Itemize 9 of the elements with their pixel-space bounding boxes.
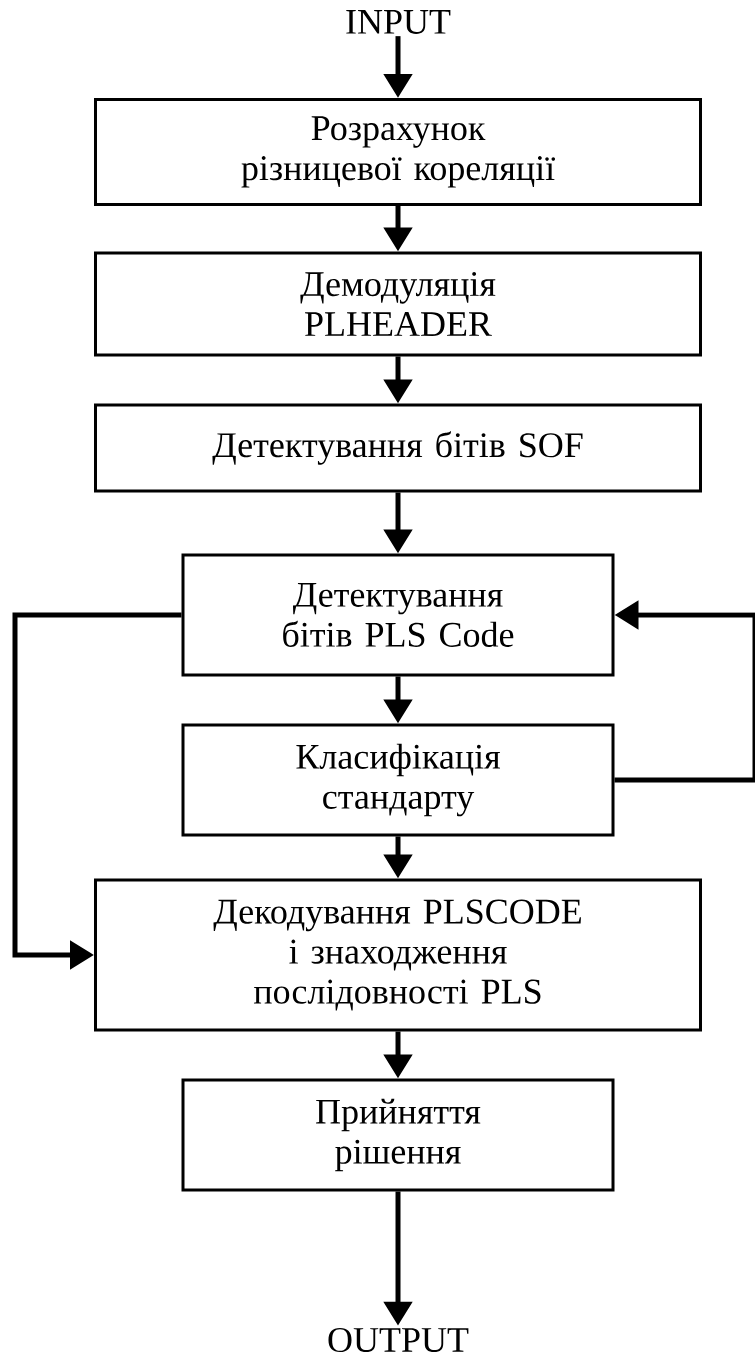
process-box: Детектування бітів SOF xyxy=(94,403,702,493)
process-box: Демодуляція PLHEADER xyxy=(94,251,702,357)
process-box: Класифікація стандарту xyxy=(181,723,615,837)
process-box: Прийняття рішення xyxy=(181,1078,615,1192)
process-box: Розрахунок різницевої кореляції xyxy=(94,98,702,206)
process-box: Декодування PLSCODE і знаходження послідовності PLS xyxy=(94,878,702,1032)
process-box: Детектування бітів PLS Code xyxy=(181,553,615,677)
io-label: OUTPUT xyxy=(328,1327,469,1353)
io-label: INPUT xyxy=(346,10,451,34)
